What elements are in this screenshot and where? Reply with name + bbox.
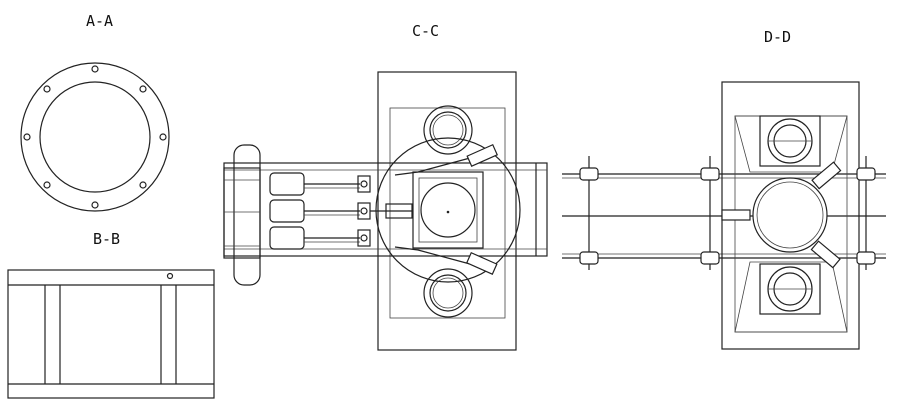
bolt-hole	[43, 181, 51, 189]
view-a-a-label: A-A	[86, 12, 113, 30]
view-d-d: D-D	[562, 28, 886, 350]
frame-hole	[166, 272, 174, 280]
view-d-d-label: D-D	[764, 28, 791, 46]
bolt-hole	[91, 65, 99, 73]
bottom-nozzle	[423, 268, 473, 318]
frame-outer	[7, 269, 215, 399]
view-b-b: B-B	[7, 230, 215, 399]
central-housing	[412, 171, 484, 249]
motor-body	[223, 167, 261, 259]
flange-inner-circle	[39, 81, 151, 193]
motor-end-cap	[233, 144, 261, 286]
view-b-b-label: B-B	[93, 230, 120, 248]
bolt-hole	[139, 85, 147, 93]
rod-nuts-mid	[700, 156, 720, 270]
lower-bearing	[759, 263, 821, 315]
upper-bearing	[759, 115, 821, 167]
base-plate-inner	[389, 107, 506, 319]
left-coupling	[721, 209, 751, 221]
rod-nuts-right	[856, 156, 876, 270]
central-cylinder	[752, 177, 828, 253]
bolt-holes	[23, 65, 167, 209]
view-c-c-label: C-C	[412, 22, 439, 40]
drive-coupling	[385, 203, 413, 219]
bolt-hole	[139, 181, 147, 189]
upper-clamp	[811, 161, 842, 190]
lower-bracket	[465, 251, 498, 275]
view-c-c: C-C	[223, 22, 548, 351]
bolt-hole	[91, 201, 99, 209]
view-a-a: A-A	[20, 12, 170, 212]
bolt-hole	[23, 133, 31, 141]
bolt-hole	[159, 133, 167, 141]
top-nozzle	[423, 105, 473, 155]
central-shaft	[420, 182, 476, 238]
rod-nuts-left	[579, 156, 599, 270]
vessel-outline	[375, 137, 521, 283]
lower-clamp	[810, 240, 841, 269]
bolt-hole	[43, 85, 51, 93]
flange-outer-circle	[20, 62, 170, 212]
hydraulic-cylinders	[269, 172, 360, 250]
upper-bracket	[466, 143, 499, 167]
